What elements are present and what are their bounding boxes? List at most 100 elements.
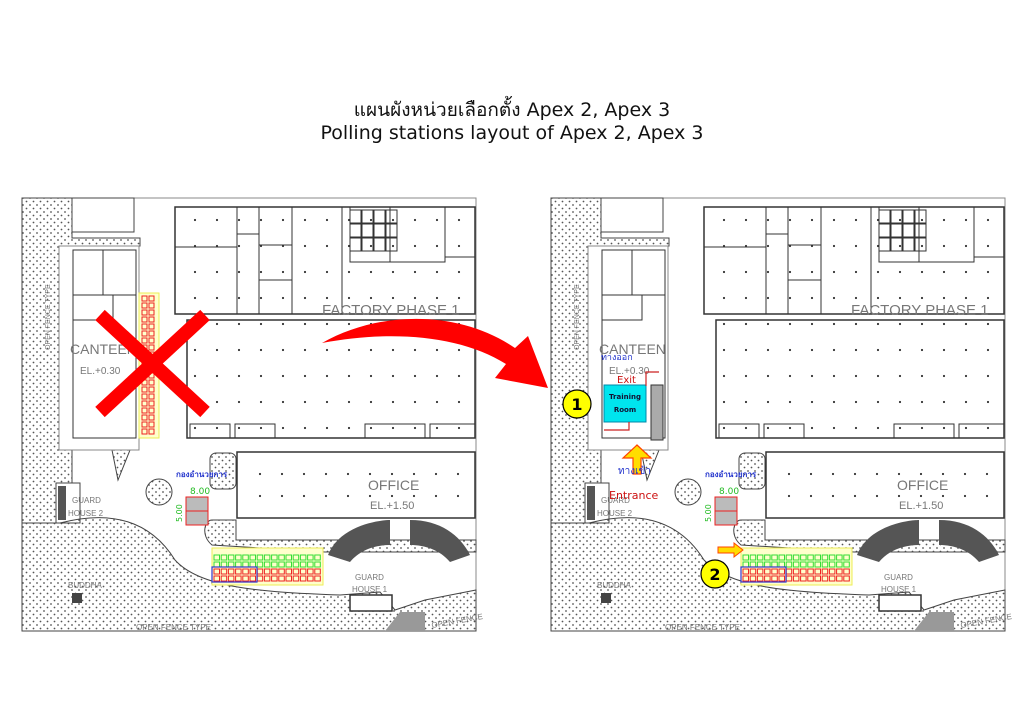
column-dot [413, 218, 417, 222]
chair [792, 568, 800, 575]
chair [235, 575, 242, 582]
chair [792, 554, 800, 561]
chair [242, 568, 249, 575]
column-dot [854, 296, 858, 300]
chair [278, 554, 285, 561]
column-dot [457, 296, 461, 300]
chair [271, 575, 278, 582]
column-dot [986, 348, 990, 352]
column-dot [766, 244, 770, 248]
chair [807, 554, 814, 561]
column-dot [744, 400, 748, 404]
chair [141, 316, 148, 323]
column-dot [810, 400, 814, 404]
chair [821, 575, 829, 582]
column-dot [898, 400, 902, 404]
column-dot [215, 322, 219, 326]
chair [278, 561, 285, 568]
chair [756, 575, 764, 582]
column-dot [898, 322, 902, 326]
column-dot [875, 472, 879, 476]
steps-left [857, 520, 919, 562]
column-dot [303, 374, 307, 378]
canteen-room [601, 294, 643, 321]
column-dot [259, 348, 263, 352]
guard-house-1-label: HOUSE 1 [881, 585, 917, 594]
column-dot [722, 218, 726, 222]
column-dot [788, 400, 792, 404]
column-dot [788, 322, 792, 326]
column-dot [435, 374, 439, 378]
chair [814, 554, 821, 561]
column-dot [435, 270, 439, 274]
chair [141, 337, 148, 344]
column-dot [920, 348, 924, 352]
column-dot [766, 400, 770, 404]
chair [285, 568, 292, 575]
chair [307, 561, 314, 568]
column-dot [457, 244, 461, 248]
column-dot [302, 472, 306, 476]
curved-arrow-icon [322, 318, 548, 388]
column-dot [237, 270, 241, 274]
column-dot [413, 296, 417, 300]
column-dot [303, 218, 307, 222]
factory-cell [385, 209, 398, 224]
buddha-shrine [72, 593, 82, 603]
chair [148, 323, 155, 330]
column-dot [215, 374, 219, 378]
chair [141, 393, 148, 400]
chair [141, 295, 148, 302]
column-dot [788, 374, 792, 378]
column-dot [920, 426, 924, 430]
column-dot [280, 472, 284, 476]
column-dot [391, 244, 395, 248]
column-dot [810, 374, 814, 378]
column-dot [788, 296, 792, 300]
chair [821, 568, 829, 575]
chair [771, 554, 778, 561]
marker-2 [700, 559, 730, 589]
column-dot [390, 494, 394, 498]
factory-room [174, 246, 238, 315]
factory-room [444, 206, 476, 258]
column-dot [964, 218, 968, 222]
column-dot [237, 348, 241, 352]
chair [235, 554, 242, 561]
column-dot [368, 472, 372, 476]
column-dot [325, 296, 329, 300]
column-dot [897, 472, 901, 476]
chair [771, 568, 778, 575]
column-dot [281, 322, 285, 326]
column-dot [766, 218, 770, 222]
factory-label: FACTORY PHASE 1 [851, 302, 989, 319]
column-dot [347, 270, 351, 274]
column-dot [766, 322, 770, 326]
chair [256, 554, 264, 561]
column-dot [347, 322, 351, 326]
chair [307, 575, 314, 582]
open-fence-bottom-label: OPEN FENCE TYPE [136, 623, 211, 632]
chair [314, 561, 321, 568]
chair [828, 568, 836, 575]
column-dot [390, 472, 394, 476]
factory-cell [902, 237, 915, 252]
column-dot [413, 400, 417, 404]
column-dot [347, 426, 351, 430]
chair [213, 554, 220, 561]
guard-house-2-wall [58, 486, 66, 520]
steps-right [410, 520, 470, 562]
column-dot [744, 244, 748, 248]
column-dot [325, 374, 329, 378]
chair [764, 575, 771, 582]
column-dot [215, 296, 219, 300]
marker-1 [562, 389, 592, 419]
column-dot [832, 270, 836, 274]
chair [148, 337, 155, 344]
column-dot [898, 426, 902, 430]
column-dot [369, 218, 373, 222]
chair [742, 554, 749, 561]
column-dot [810, 270, 814, 274]
canteen-label: CANTEEN [599, 341, 666, 357]
column-dot [281, 270, 285, 274]
